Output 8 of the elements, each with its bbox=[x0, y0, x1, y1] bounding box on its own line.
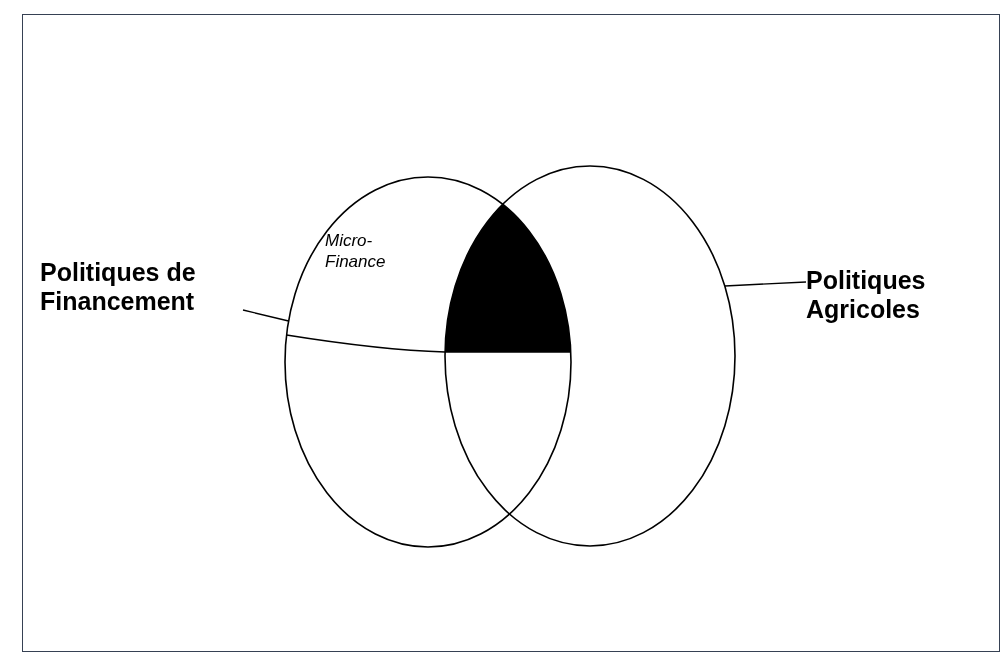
shaded-overlap-region bbox=[445, 205, 571, 352]
leader-line bbox=[724, 281, 807, 287]
leader-line bbox=[242, 309, 290, 322]
node-label: Politiques de Financement bbox=[40, 258, 197, 316]
node-label: Politiques Agricoles bbox=[806, 266, 927, 324]
ellipse bbox=[285, 177, 571, 547]
region-label: Micro- Finance bbox=[325, 230, 387, 272]
ellipse bbox=[445, 166, 735, 546]
